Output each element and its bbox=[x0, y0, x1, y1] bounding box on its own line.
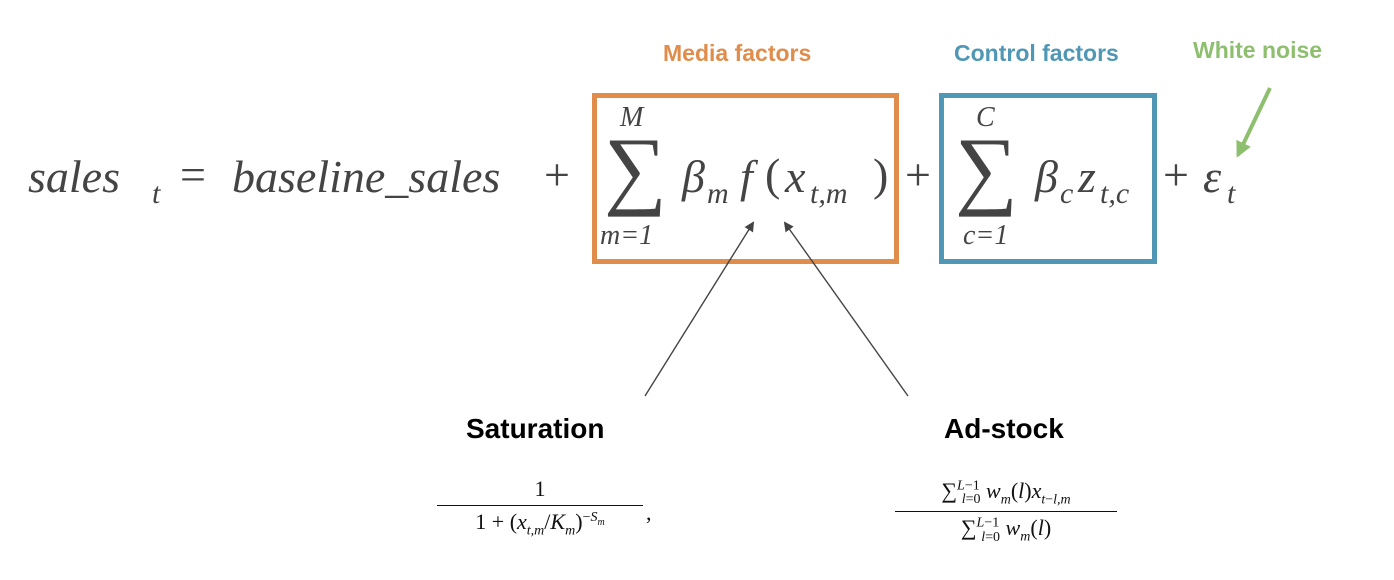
media-x: x bbox=[785, 151, 806, 202]
eq-equals: = bbox=[180, 149, 206, 200]
media-x-sub: t,m bbox=[810, 177, 848, 210]
saturation-trailing-comma: , bbox=[646, 500, 652, 525]
adstock-arrow bbox=[783, 221, 909, 397]
adstock-fraction-bar bbox=[895, 511, 1117, 513]
media-factors-box bbox=[592, 93, 899, 264]
media-f: f bbox=[740, 151, 753, 202]
noise-epsilon: ε bbox=[1203, 151, 1222, 202]
saturation-arrow bbox=[644, 221, 755, 397]
media-sum-lower: m=1 bbox=[600, 220, 654, 251]
media-paren-close: ) bbox=[873, 149, 889, 200]
adstock-denominator: ∑L−1l=0 wm(l) bbox=[960, 515, 1052, 545]
eq-plus-3: + bbox=[1163, 149, 1189, 200]
eq-lhs: sales bbox=[28, 151, 120, 202]
saturation-numerator: 1 bbox=[534, 476, 546, 501]
eq-baseline: baseline_sales bbox=[232, 151, 501, 202]
control-beta: β bbox=[1035, 151, 1058, 202]
control-sum-symbol: ∑ bbox=[955, 121, 1018, 218]
control-sum-lower: c=1 bbox=[963, 220, 1009, 251]
control-z: z bbox=[1078, 151, 1096, 202]
control-sum-upper: C bbox=[976, 102, 995, 133]
control-beta-sub: c bbox=[1060, 177, 1074, 210]
adstock-formula: ∑L−1l=0 wm(l)xt−l,m ∑L−1l=0 wm(l) bbox=[895, 478, 1117, 546]
white-noise-label: White noise bbox=[1193, 37, 1323, 63]
media-paren-open: ( bbox=[765, 149, 781, 200]
eq-plus-1: + bbox=[544, 149, 570, 200]
adstock-title: Ad-stock bbox=[944, 413, 1064, 444]
media-beta-sub: m bbox=[707, 177, 729, 210]
white-noise-arrow bbox=[1236, 87, 1272, 158]
media-beta: β bbox=[682, 151, 705, 202]
eq-lhs-sub: t bbox=[152, 177, 161, 210]
saturation-formula: 1 1 + (xt,m/Km)−Sm bbox=[437, 476, 643, 539]
saturation-title: Saturation bbox=[466, 413, 605, 444]
adstock-numerator: ∑L−1l=0 wm(l)xt−l,m bbox=[941, 478, 1071, 508]
media-factors-label: Media factors bbox=[663, 40, 812, 66]
control-factors-label: Control factors bbox=[954, 40, 1119, 66]
eq-plus-2: + bbox=[905, 149, 931, 200]
control-z-sub: t,c bbox=[1100, 177, 1130, 210]
noise-sub: t bbox=[1227, 177, 1236, 210]
saturation-fraction-bar bbox=[437, 505, 643, 506]
saturation-denominator: 1 + (xt,m/Km)−Sm bbox=[475, 509, 605, 539]
media-sum-symbol: ∑ bbox=[604, 121, 667, 218]
control-factors-box bbox=[939, 93, 1157, 264]
media-sum-upper: M bbox=[620, 102, 644, 133]
